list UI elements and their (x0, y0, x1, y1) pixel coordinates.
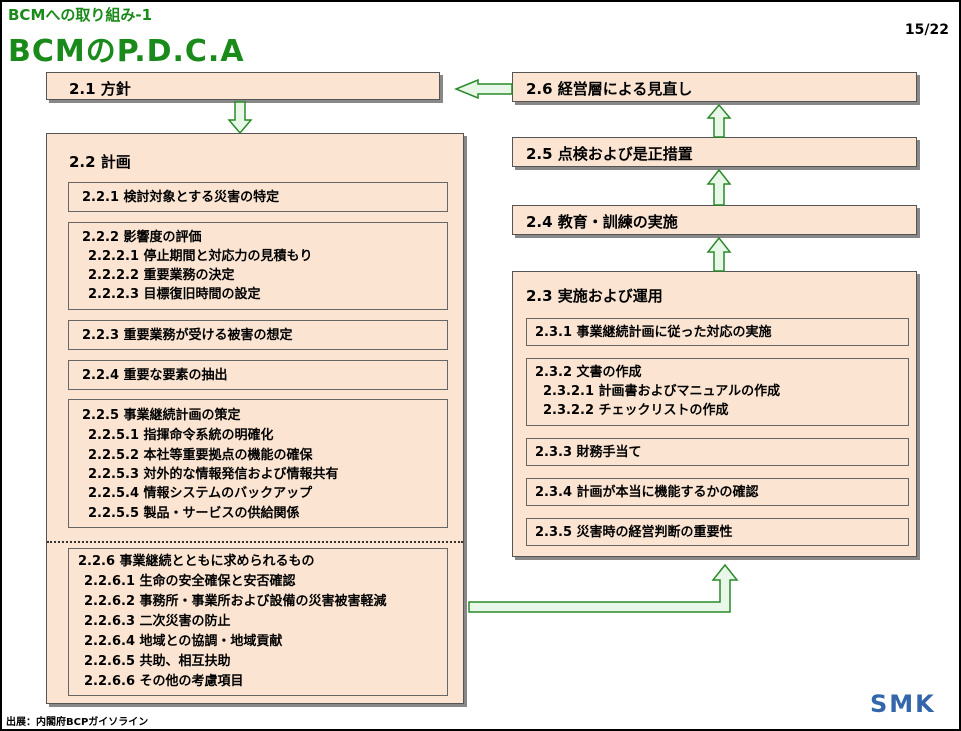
plan-subitem: 2.2.5.2 本社等重要拠点の機能の確保 (88, 448, 313, 463)
source-note: 出展：内閣府BCPガイソライン (6, 717, 149, 728)
plan-subitem: 2.2.5.1 指揮命令系統の明確化 (88, 428, 274, 443)
plan-title: 2.2 計画 (69, 153, 131, 171)
do-item-2-3-1-label: 2.3.1 事業継続計画に従った対応の実施 (535, 325, 772, 340)
plan-box: 2.2 計画 2.2.1 検討対象とする災害の特定 2.2.2 影響度の評価 2… (46, 133, 464, 704)
plan-subitem: 2.2.2.3 目標復旧時間の設定 (88, 287, 261, 302)
plan-subitem: 2.2.6.4 地域との協調・地域貢献 (84, 634, 283, 649)
policy-box: 2.1 方針 (46, 72, 440, 100)
arrow-review-to-policy (454, 78, 513, 100)
do-item-2-3-3-label: 2.3.3 財務手当て (535, 445, 642, 460)
do-subitem: 2.3.2.2 チェックリストの作成 (543, 403, 729, 418)
do-item-2-3-5: 2.3.5 災害時の経営判断の重要性 (526, 518, 909, 546)
training-label: 2.4 教育・訓練の実施 (526, 213, 678, 231)
slide-title: BCMのP.D.C.A (8, 34, 245, 69)
plan-item-2-2-3-label: 2.2.3 重要業務が受ける被害の想定 (82, 328, 293, 343)
policy-label: 2.1 方針 (69, 80, 131, 98)
plan-subitem: 2.2.5.4 情報システムのバックアップ (88, 486, 313, 501)
plan-item-2-2-5: 2.2.5 事業継続計画の策定 2.2.5.1 指揮命令系統の明確化 2.2.5… (68, 399, 448, 528)
do-title: 2.3 実施および運用 (526, 287, 663, 305)
plan-item-2-2-2-head: 2.2.2 影響度の評価 (82, 230, 202, 245)
check-box: 2.5 点検および是正措置 (512, 137, 917, 167)
plan-subitem: 2.2.6.3 二次災害の防止 (84, 614, 231, 629)
do-item-2-3-4: 2.3.4 計画が本当に機能するかの確認 (526, 478, 909, 506)
do-item-2-3-2-head: 2.3.2 文書の作成 (535, 365, 642, 380)
do-subitem: 2.3.2.1 計画書およびマニュアルの作成 (543, 384, 781, 399)
plan-item-2-2-1-label: 2.2.1 検討対象とする災害の特定 (82, 190, 280, 205)
plan-subitem: 2.2.6.5 共助、相互扶助 (84, 654, 231, 669)
review-box: 2.6 経営層による見直し (512, 72, 917, 102)
review-label: 2.6 経営層による見直し (526, 80, 693, 98)
do-item-2-3-1: 2.3.1 事業継続計画に従った対応の実施 (526, 318, 909, 346)
plan-subitem: 2.2.6.1 生命の安全確保と安否確認 (84, 574, 296, 589)
do-item-2-3-4-label: 2.3.4 計画が本当に機能するかの確認 (535, 485, 759, 500)
training-box: 2.4 教育・訓練の実施 (512, 205, 917, 235)
plan-item-2-2-2: 2.2.2 影響度の評価 2.2.2.1 停止期間と対応力の見積もり 2.2.2… (68, 222, 448, 310)
plan-item-2-2-6-head: 2.2.6 事業継続とともに求められるもの (78, 554, 315, 569)
plan-item-2-2-4: 2.2.4 重要な要素の抽出 (68, 360, 448, 390)
plan-item-2-2-3: 2.2.3 重要業務が受ける被害の想定 (68, 320, 448, 350)
plan-subitem: 2.2.6.2 事務所・事業所および設備の災害被害軽減 (84, 594, 387, 609)
arrow-check-to-review (706, 103, 732, 138)
plan-item-2-2-5-head: 2.2.5 事業継続計画の策定 (82, 408, 241, 423)
dotted-divider (47, 541, 463, 543)
check-label: 2.5 点検および是正措置 (526, 145, 693, 163)
do-item-2-3-5-label: 2.3.5 災害時の経営判断の重要性 (535, 525, 733, 540)
arrow-do-to-training (706, 236, 732, 272)
plan-subitem: 2.2.2.2 重要業務の決定 (88, 268, 235, 283)
slide-subtitle: BCMへの取り組み-1 (8, 6, 153, 24)
page-number: 15/22 (904, 22, 949, 38)
plan-subitem: 2.2.2.1 停止期間と対応力の見積もり (88, 249, 313, 264)
plan-subitem: 2.2.5.5 製品・サービスの供給関係 (88, 506, 300, 521)
arrow-training-to-check (706, 168, 732, 206)
plan-subitem: 2.2.6.6 その他の考慮項目 (84, 674, 244, 689)
plan-item-2-2-4-label: 2.2.4 重要な要素の抽出 (82, 368, 228, 383)
smk-logo: SMK (870, 690, 936, 718)
plan-item-2-2-6: 2.2.6 事業継続とともに求められるもの 2.2.6.1 生命の安全確保と安否… (68, 548, 448, 696)
arrow-plan-to-do (468, 563, 739, 613)
arrow-policy-to-plan (227, 101, 253, 135)
plan-subitem: 2.2.5.3 対外的な情報発信および情報共有 (88, 467, 339, 482)
do-item-2-3-3: 2.3.3 財務手当て (526, 438, 909, 466)
plan-item-2-2-1: 2.2.1 検討対象とする災害の特定 (68, 182, 448, 212)
do-box: 2.3 実施および運用 2.3.1 事業継続計画に従った対応の実施 2.3.2 … (512, 271, 917, 557)
do-item-2-3-2: 2.3.2 文書の作成 2.3.2.1 計画書およびマニュアルの作成 2.3.2… (526, 358, 909, 426)
